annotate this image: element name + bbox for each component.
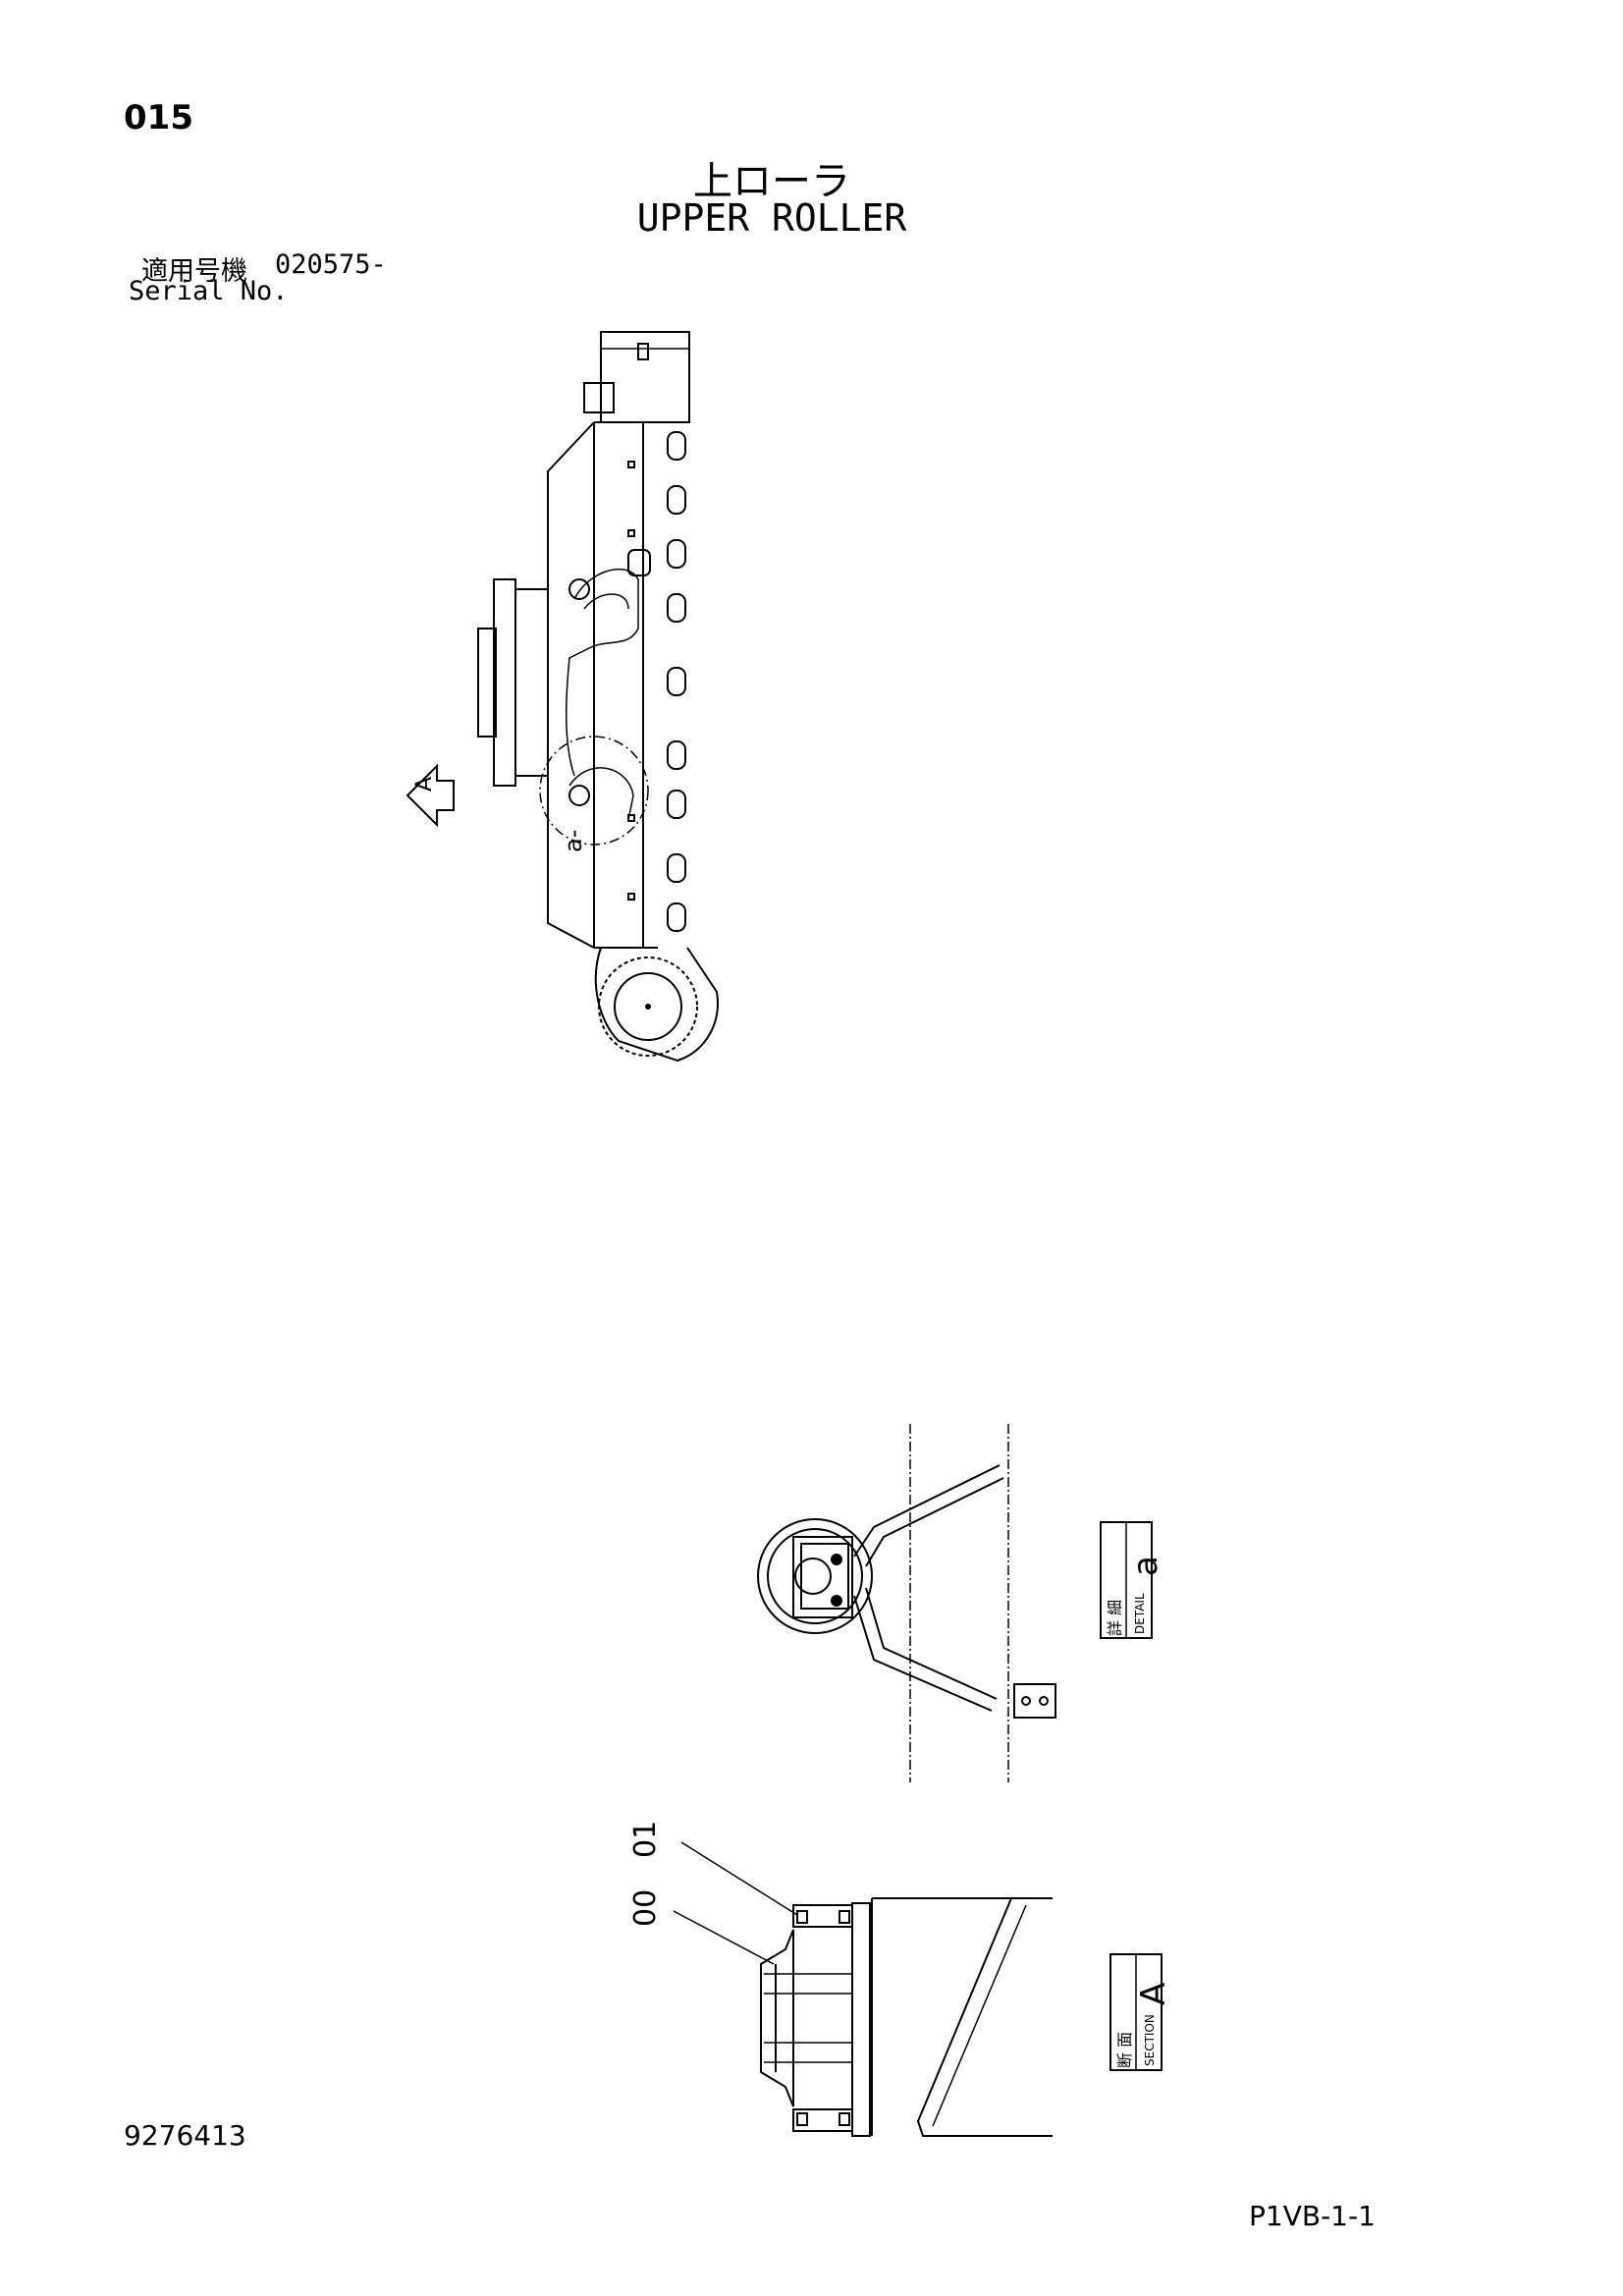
part-callout-00: 00 — [628, 1888, 663, 1927]
serial-label: Serial No. — [129, 276, 289, 306]
section-a-view — [673, 1841, 1053, 2137]
view-arrow-letter: A — [412, 776, 437, 792]
lower-rollers — [667, 431, 686, 932]
section-label-japanese: 断 面 — [1115, 2031, 1134, 2068]
page-number: 015 — [124, 98, 193, 137]
view-arrow-a — [406, 763, 455, 828]
track-frame-view — [477, 331, 719, 1063]
page-code: P1VB-1-1 — [1249, 2200, 1376, 2232]
detail-a-view — [757, 1424, 1056, 1782]
page-title-japanese: 上ローラ — [693, 159, 850, 204]
detail-label: DETAIL — [1133, 1593, 1147, 1634]
detail-circle-label: a- — [560, 829, 587, 852]
section-label: SECTION — [1143, 2014, 1157, 2066]
section-letter: A — [1134, 1982, 1173, 2005]
page-title: UPPER ROLLER — [636, 196, 907, 240]
serial-number-value: 020575- — [275, 249, 387, 280]
serial-label-japanese: 適用号機 — [141, 256, 247, 287]
detail-label-japanese: 詳 細 — [1106, 1599, 1124, 1636]
part-callout-01: 01 — [628, 1820, 663, 1858]
document-number: 9276413 — [124, 2119, 246, 2152]
detail-letter: a — [1126, 1556, 1165, 1576]
